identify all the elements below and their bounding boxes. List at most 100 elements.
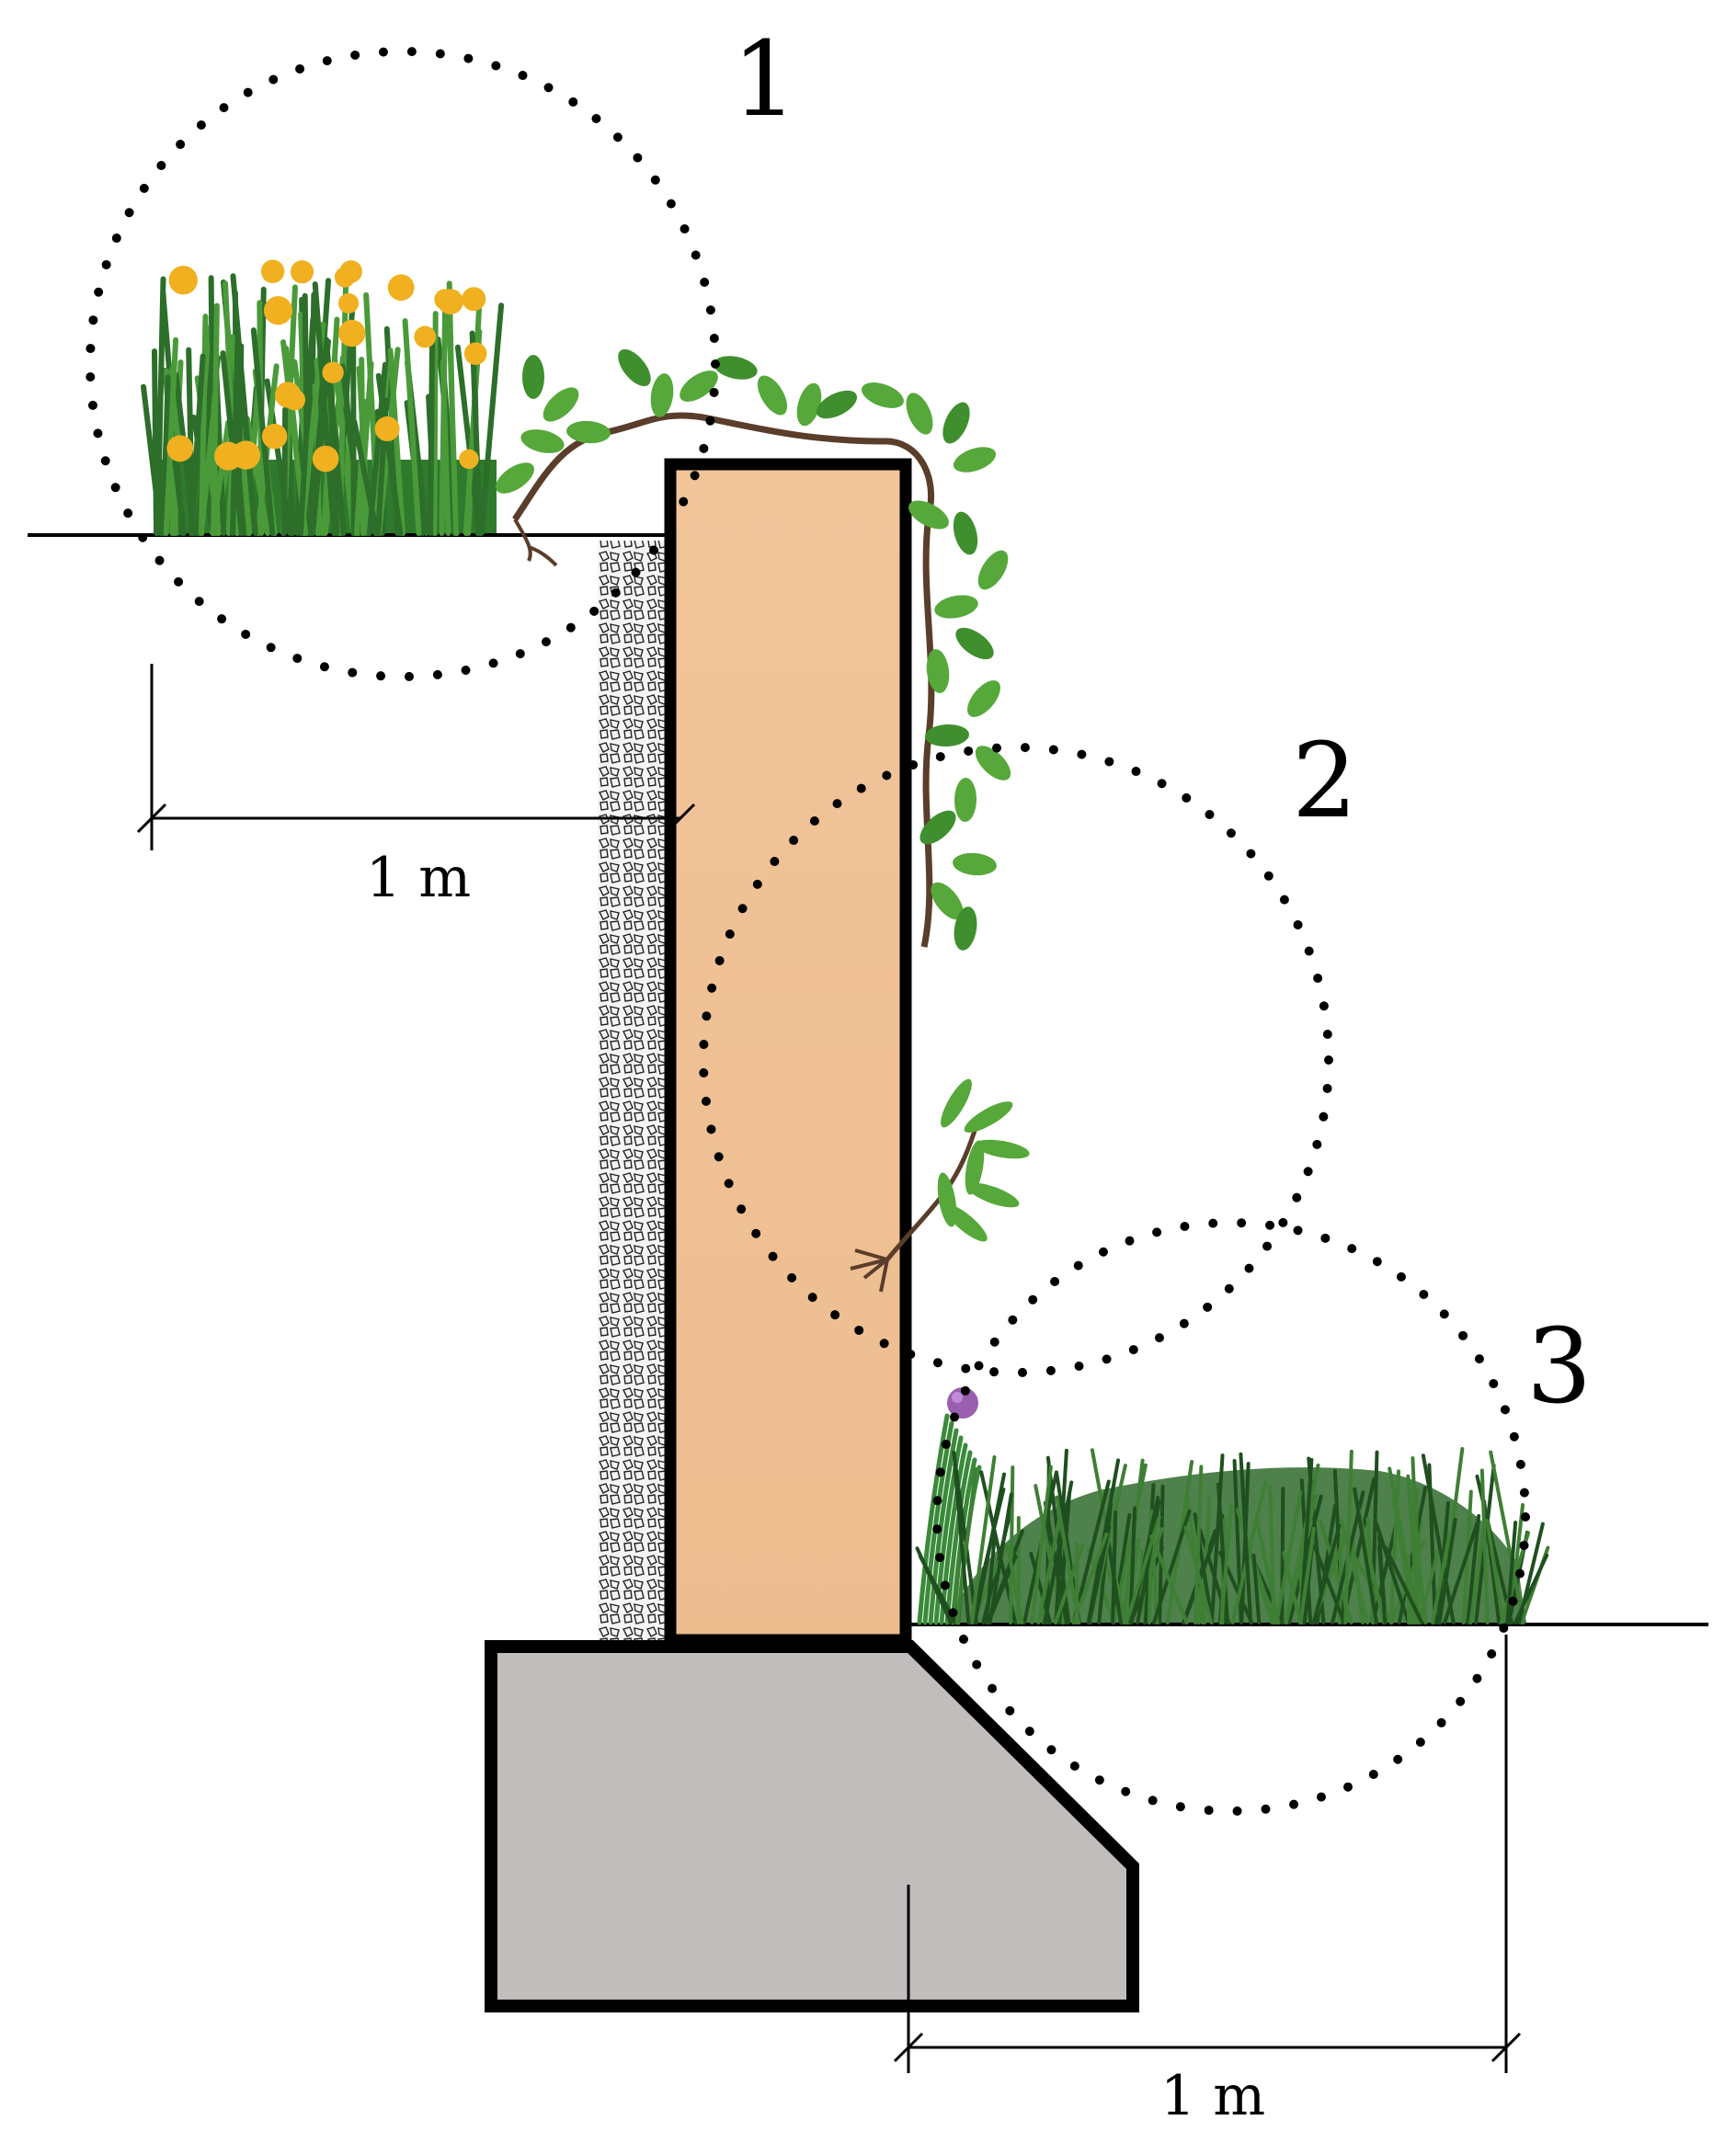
grass-blade [1421,1453,1456,1624]
vine-leaf [522,355,544,399]
grass-blade [1029,1552,1053,1624]
gravel-backfill [598,541,666,1640]
grass-blade [1216,1482,1230,1624]
zone-circle-1 [86,47,720,681]
retaining-wall [664,458,912,1647]
zone-label-1: 1 [732,20,797,140]
zone-label-3: 3 [1526,1307,1592,1427]
vine-leaf [816,390,858,419]
grass-blade [1284,1463,1320,1624]
grass-blade [431,311,439,536]
grass-blade [1517,1522,1545,1624]
grass-blade [281,406,289,536]
vine-leaf [953,511,978,555]
grass-blade [402,318,422,536]
grass-blade [1417,1548,1440,1624]
vine-leaf [942,402,970,444]
grass-blade [440,359,451,536]
zone-label-2: 2 [1292,722,1357,841]
grass-blade [1343,1449,1353,1624]
daffodil-flower [312,445,339,473]
grass-blade [988,1492,1013,1624]
grass-blade [188,353,206,536]
grass-blade [1111,1510,1118,1624]
grass-blade [1274,1490,1303,1624]
grass-blade [1468,1526,1486,1624]
vine-leaf [975,746,1011,781]
grass-blade [984,1534,997,1624]
grass-blade [1239,1452,1253,1624]
grass-blade [1479,1468,1490,1624]
daffodil-flower [274,382,302,408]
grass-blade [1043,1480,1074,1624]
grass-blade [1443,1522,1479,1624]
grass-blade [1505,1521,1518,1624]
dimension-label-bottom-right: 1 m [1160,2064,1265,2128]
vine-leaf [566,420,611,444]
sapling-leaf [966,1182,1020,1208]
vine-leaf [908,500,949,530]
daffodil-flower [261,423,288,450]
grass-blade [1430,1532,1452,1624]
grass-blade [1005,1544,1024,1624]
grass-blade [1193,1465,1204,1624]
grass-blade [245,416,270,536]
grass-blade [1489,1450,1525,1624]
vine-leaf [954,778,977,822]
daffodil-flower [414,325,437,348]
vine-leaf [953,447,997,473]
grass-blade [1388,1469,1401,1624]
daffodil-flower [374,416,400,441]
grass-blade [163,336,179,536]
grass-blade [297,316,316,536]
vine-leaf [925,724,969,747]
grass-blade [1376,1545,1388,1624]
zone-circle-2 [699,743,1333,1377]
sapling-leaf [964,1101,1013,1133]
grass-blade [446,321,459,536]
vine-leaf [934,595,978,619]
grass-blade [264,378,293,536]
grass-blade [1251,1554,1262,1624]
vine-leaf [931,882,964,920]
grass-blade [954,1466,978,1624]
grass-blade [1311,1523,1342,1624]
grass-blade [1232,1458,1243,1624]
grass-blade [1230,1480,1267,1624]
grass-blade [1410,1456,1422,1624]
dimension-label-top-left: 1 m [366,846,471,910]
vine-leaf [953,852,997,876]
grass-blade [351,418,380,536]
daffodil-flower [263,296,293,325]
grass-blade [387,348,406,536]
vine-leaf [906,393,933,435]
grass-blade [198,417,216,536]
grass-blade [1340,1519,1370,1624]
grass-blade [1437,1517,1457,1624]
daffodil-flower [231,440,261,470]
grass-blade [1054,1448,1068,1624]
vine-leaf [919,810,956,845]
grass-blade [1513,1553,1549,1624]
daffodil-flower [463,342,487,365]
grass-blade [1182,1522,1222,1624]
daffodil-flower [462,287,486,312]
vine-leaf [496,462,534,494]
concrete-footing [485,1640,1139,2012]
grass-blade [1374,1521,1410,1624]
vine-leaf [954,906,977,951]
grass-blade [1391,1498,1417,1624]
grass-blade [154,276,166,536]
grass-blade [1071,1532,1109,1624]
daffodil-flower [322,361,344,383]
daffodil-flower [168,266,198,295]
vine-leaf [650,373,674,417]
grass-blade [160,374,171,536]
daffodil-flower [459,449,479,470]
grass-blade [1298,1526,1316,1624]
vine-leaf [757,375,788,416]
grass-blade [230,273,258,536]
grass-blade [1009,1465,1015,1624]
grass-blade [1136,1499,1161,1624]
